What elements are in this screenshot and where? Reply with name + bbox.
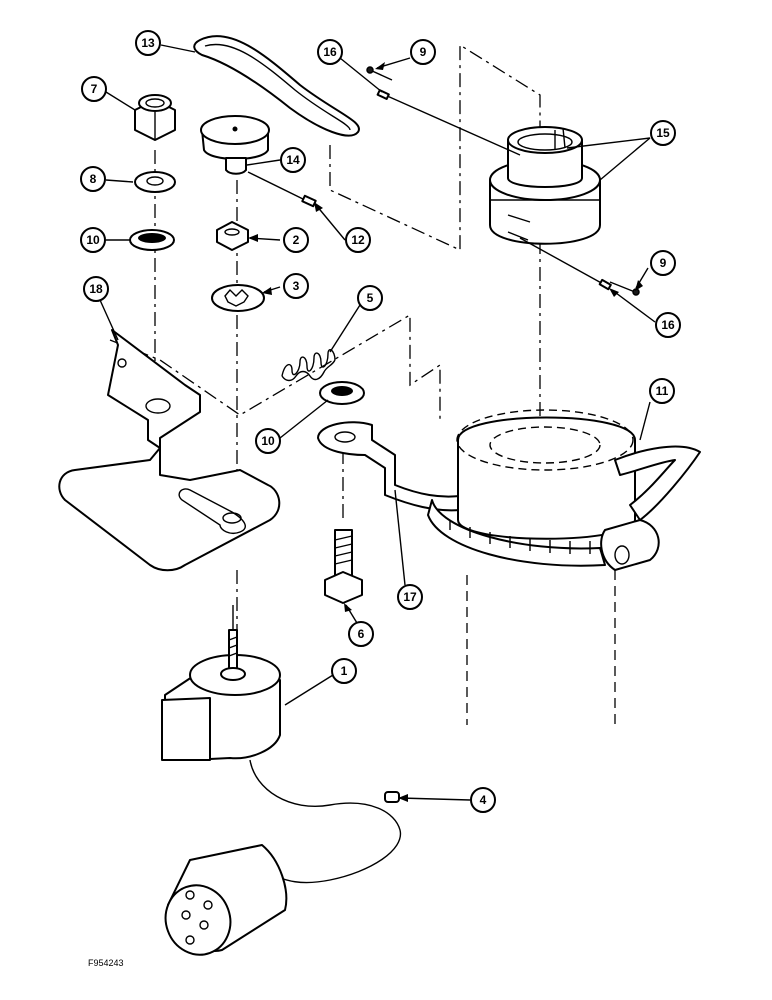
- svg-text:10: 10: [261, 434, 275, 448]
- callout-10-upper: 10: [80, 227, 106, 253]
- part-18-bracket: [58, 329, 281, 572]
- callout-9-upper: 9: [410, 39, 436, 65]
- part-17-strap-bracket: [317, 421, 461, 512]
- callout-7: 7: [81, 76, 107, 102]
- svg-text:2: 2: [293, 233, 300, 247]
- svg-text:11: 11: [656, 384, 669, 398]
- part-4-wire-clip: [249, 759, 402, 884]
- part-10-washer-upper: [129, 229, 175, 251]
- svg-text:17: 17: [403, 590, 417, 604]
- part-14-knob: [200, 115, 270, 175]
- svg-text:10: 10: [86, 233, 100, 247]
- callout-3: 3: [283, 273, 309, 299]
- svg-text:15: 15: [656, 126, 670, 140]
- callout-11: 11: [649, 378, 675, 404]
- svg-text:6: 6: [358, 627, 365, 641]
- callout-2: 2: [283, 227, 309, 253]
- callout-14: 14: [280, 147, 306, 173]
- callout-5: 5: [357, 285, 383, 311]
- svg-text:16: 16: [323, 45, 337, 59]
- callout-18: 18: [83, 276, 109, 302]
- callout-4: 4: [470, 787, 496, 813]
- svg-text:9: 9: [660, 256, 667, 270]
- callout-16-upper: 16: [317, 39, 343, 65]
- part-16-pin-upper: [376, 89, 521, 156]
- figure-code: F954243: [88, 958, 124, 968]
- part-9-screw-upper: [366, 66, 393, 81]
- callout-6: 6: [348, 621, 374, 647]
- part-13-oval-seal: [193, 35, 360, 137]
- part-5-spring: [281, 349, 336, 382]
- callout-8: 8: [80, 166, 106, 192]
- svg-text:13: 13: [141, 36, 155, 50]
- svg-text:12: 12: [351, 233, 365, 247]
- svg-text:14: 14: [286, 153, 300, 167]
- part-9-screw-lower: [609, 281, 640, 296]
- svg-text:9: 9: [420, 45, 427, 59]
- part-15-split-collar: [489, 126, 601, 245]
- callout-15: 15: [650, 120, 676, 146]
- callout-16-lower: 16: [655, 312, 681, 338]
- part-1-solenoid: [161, 605, 281, 761]
- part-2-nut: [216, 221, 249, 251]
- part-7-nut: [134, 94, 176, 141]
- svg-text:3: 3: [293, 279, 300, 293]
- callout-17: 17: [397, 584, 423, 610]
- part-16-pin-lower: [519, 237, 612, 291]
- part-11-hose-clamp: [427, 409, 701, 571]
- svg-text:1: 1: [341, 664, 348, 678]
- svg-text:7: 7: [91, 82, 98, 96]
- callout-1: 1: [331, 658, 357, 684]
- part-10-washer-lower: [319, 381, 365, 405]
- svg-text:18: 18: [89, 282, 103, 296]
- svg-text:4: 4: [480, 793, 487, 807]
- part-12-set-screw: [247, 171, 317, 208]
- part-3-lock-washer: [211, 284, 265, 312]
- svg-text:16: 16: [661, 318, 675, 332]
- callout-13: 13: [135, 30, 161, 56]
- callout-9-lower: 9: [650, 250, 676, 276]
- svg-text:5: 5: [367, 291, 374, 305]
- callout-10-lower: 10: [255, 428, 281, 454]
- leader-lines: [99, 44, 656, 802]
- callout-12: 12: [345, 227, 371, 253]
- part-8-washer: [134, 171, 176, 193]
- part-6-bolt: [324, 529, 363, 604]
- connector-plug: [164, 844, 288, 956]
- svg-text:8: 8: [90, 172, 97, 186]
